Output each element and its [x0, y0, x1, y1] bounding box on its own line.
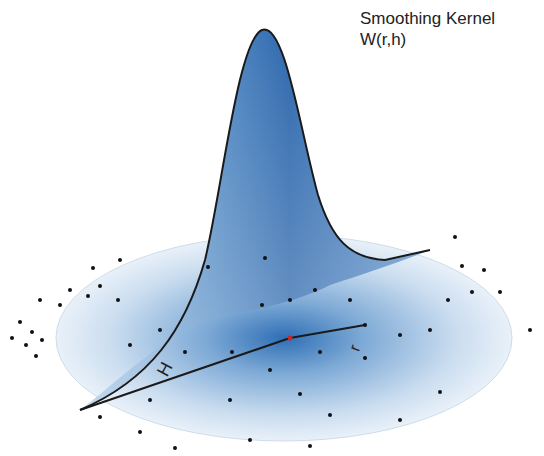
kernel-profile — [80, 30, 430, 410]
kernel-surface — [80, 30, 430, 410]
radius-h-line — [80, 338, 290, 410]
radius-r-line — [290, 325, 365, 338]
kernel-title: Smoothing Kernel W(r,h) — [360, 8, 510, 51]
center-particle — [288, 336, 293, 341]
kernel-shade — [80, 30, 430, 410]
particles — [10, 235, 532, 450]
